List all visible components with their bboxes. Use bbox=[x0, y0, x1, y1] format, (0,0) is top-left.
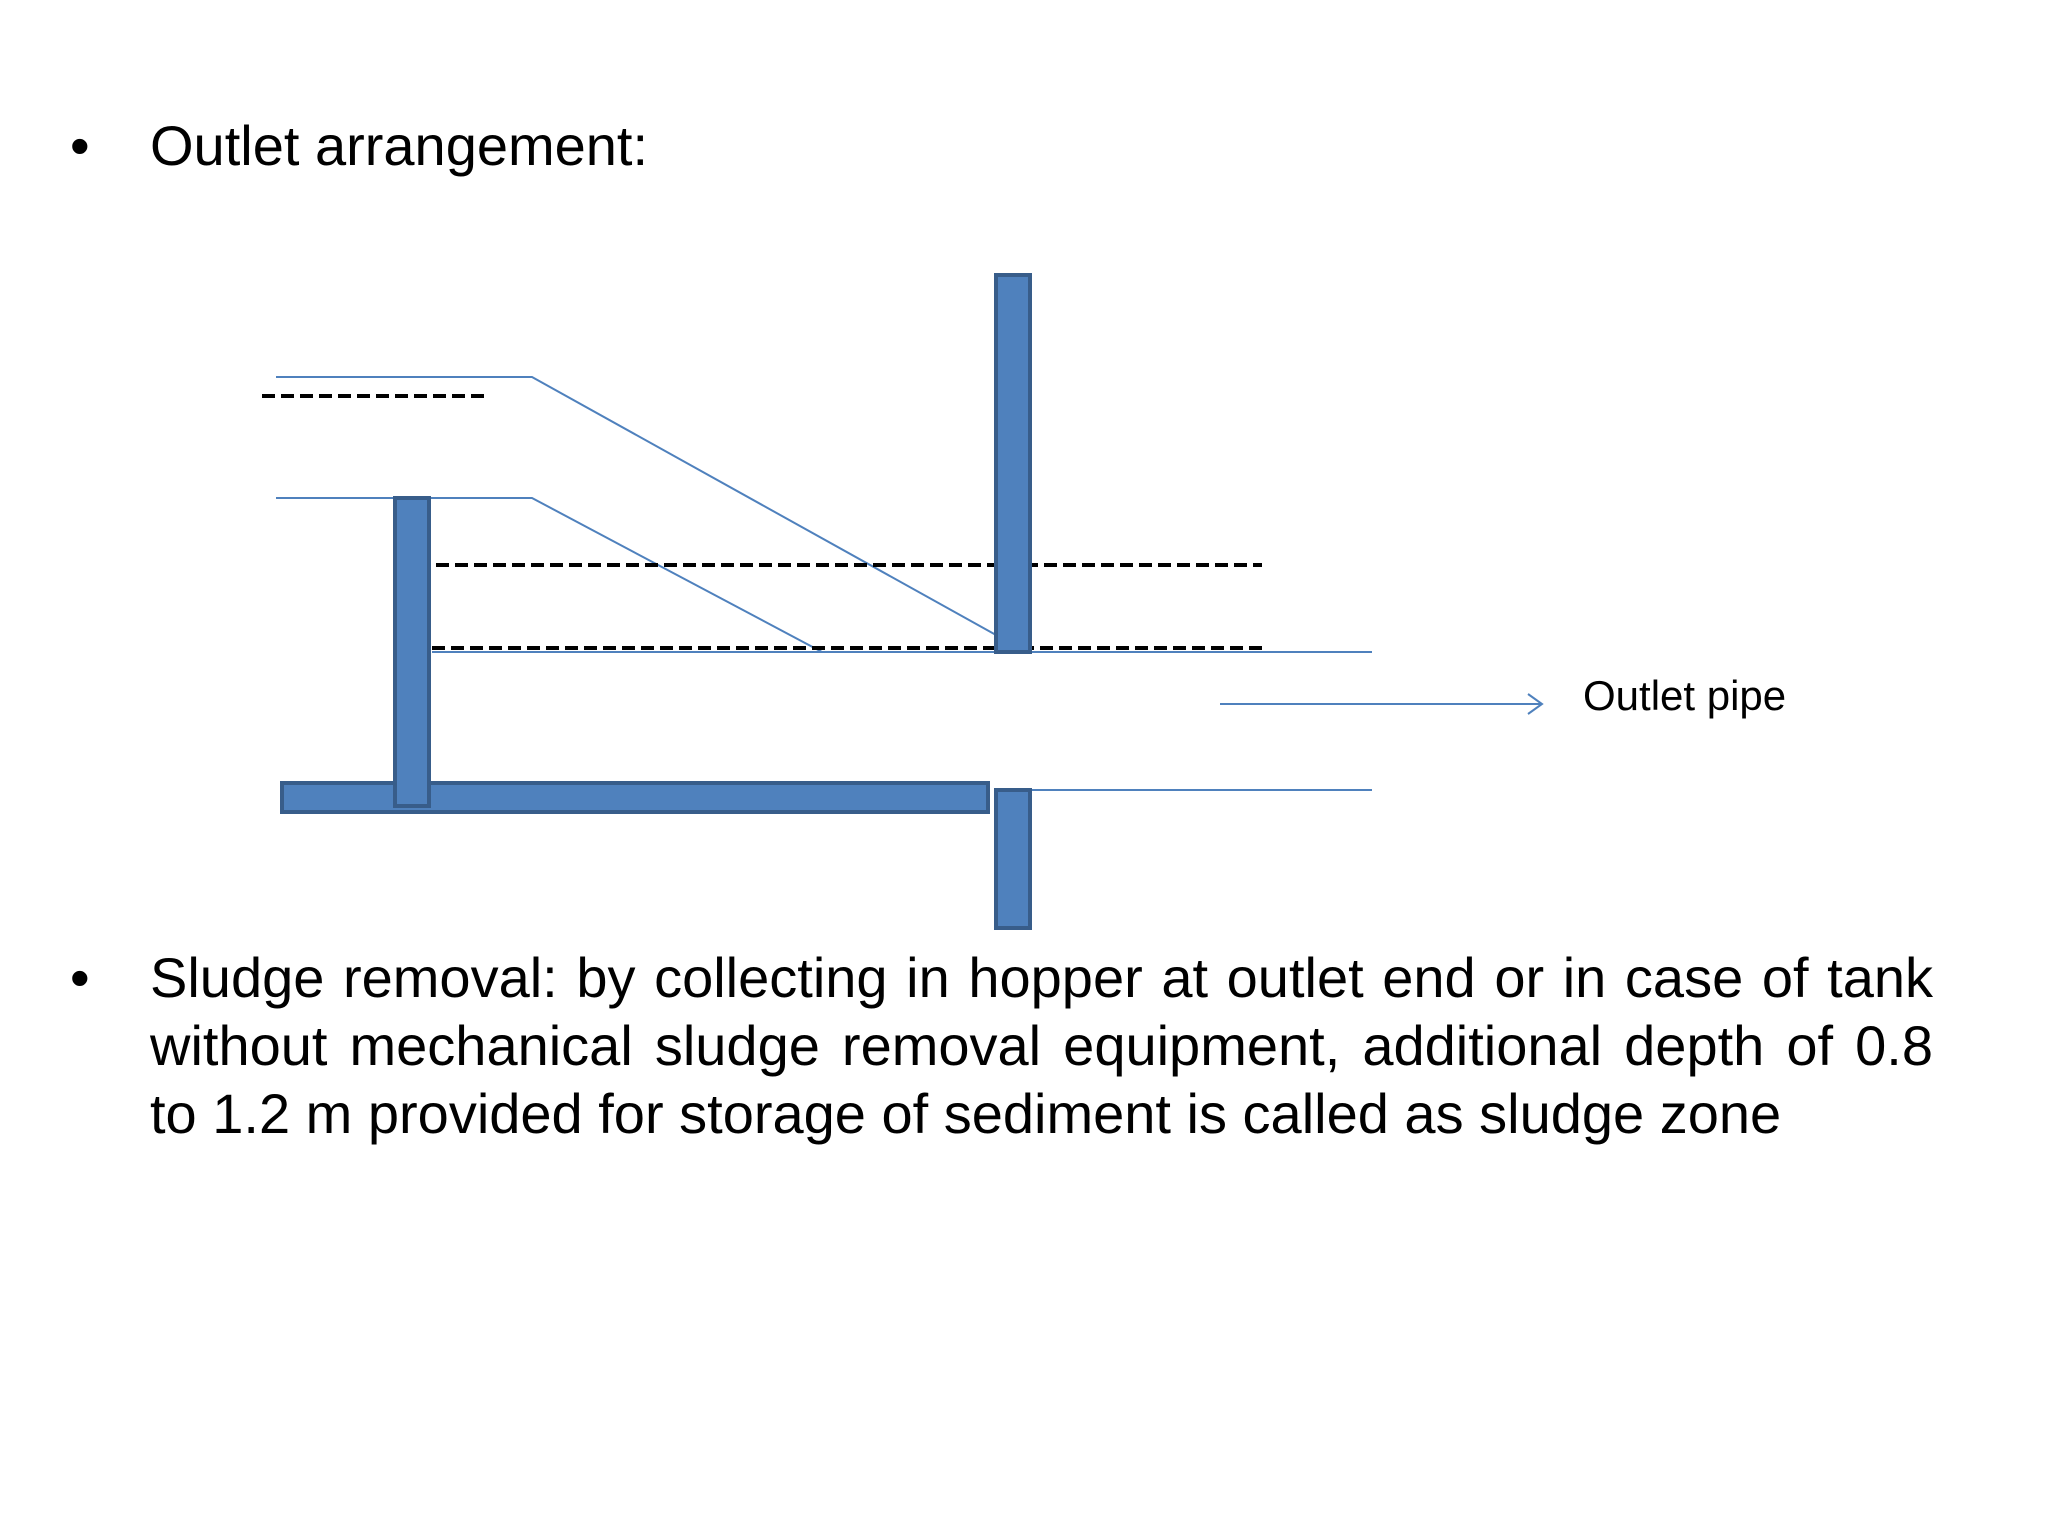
lower-water-line bbox=[276, 497, 823, 653]
water-level-dashes bbox=[262, 394, 1268, 650]
flow-lines bbox=[276, 376, 1372, 791]
outlet-arrangement-heading: Outlet arrangement: bbox=[150, 114, 649, 177]
outlet-arrow-head bbox=[1527, 693, 1544, 715]
walls bbox=[280, 273, 1032, 930]
tank-floor-slab bbox=[280, 781, 990, 814]
bullet-dot-1: • bbox=[70, 114, 90, 177]
outlet-arrow bbox=[1220, 693, 1544, 715]
outlet-pipe-label: Outlet pipe bbox=[1583, 672, 1786, 719]
bullet-dot-2: • bbox=[70, 946, 90, 1009]
outlet-baffle-wall bbox=[994, 273, 1032, 654]
upper-water-line bbox=[276, 376, 1006, 641]
outlet-lower-wall bbox=[994, 788, 1032, 930]
sludge-removal-paragraph: Sludge removal: by collecting in hopper … bbox=[150, 946, 1933, 1145]
inlet-side-wall bbox=[393, 496, 431, 808]
